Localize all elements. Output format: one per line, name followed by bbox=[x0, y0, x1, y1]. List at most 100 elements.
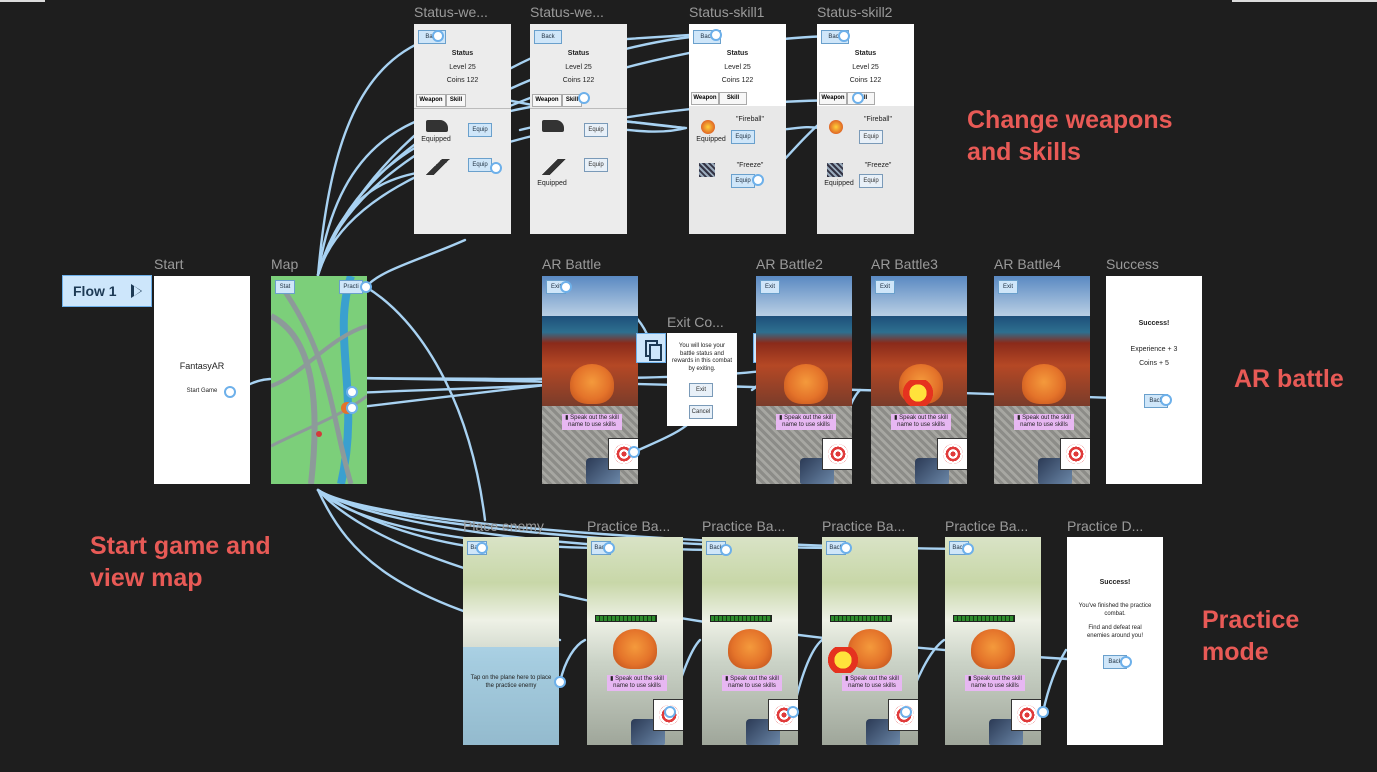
speech-hint: ▮ Speak out the skill name to use skills bbox=[776, 414, 836, 431]
map-roads bbox=[271, 276, 367, 484]
frame-practice3[interactable]: Back ▮ Speak out the skill name to use s… bbox=[822, 537, 918, 745]
frame-start[interactable]: FantasyAR Start Game bbox=[154, 276, 250, 484]
connector-handle[interactable] bbox=[578, 92, 590, 104]
target-icon[interactable] bbox=[937, 438, 967, 470]
connector-handle[interactable] bbox=[490, 162, 502, 174]
frame-label-ar-battle3: AR Battle3 bbox=[871, 256, 938, 272]
equip-button[interactable]: Equip bbox=[468, 158, 492, 172]
frame-status-weapon2[interactable]: Back Status Level 25 Coins 122 Weapon Sk… bbox=[530, 24, 627, 234]
target-icon[interactable] bbox=[822, 438, 852, 470]
top-canvas-edge bbox=[0, 0, 1377, 4]
connector-handle[interactable] bbox=[346, 386, 358, 398]
frame-practice-done[interactable]: Success! You've finished the practice co… bbox=[1067, 537, 1163, 745]
connector-handle[interactable] bbox=[1120, 656, 1132, 668]
connector-handle[interactable] bbox=[720, 544, 732, 556]
connector-handle[interactable] bbox=[710, 29, 722, 41]
connector-handle[interactable] bbox=[476, 542, 488, 554]
pistol-icon bbox=[426, 120, 448, 132]
coins-text: Coins 122 bbox=[562, 77, 595, 84]
tab-weapon[interactable]: Weapon bbox=[819, 92, 847, 105]
tab-weapon[interactable]: Weapon bbox=[416, 94, 446, 107]
connector-handle[interactable] bbox=[360, 281, 372, 293]
frame-label-status-skill2: Status-skill2 bbox=[817, 4, 893, 20]
copy-icon[interactable] bbox=[636, 333, 666, 363]
callout-start: Start game and view map bbox=[90, 532, 271, 592]
frame-ar-battle[interactable]: Exit ▮ Speak out the skill name to use s… bbox=[542, 276, 638, 484]
connector-handle[interactable] bbox=[664, 706, 676, 718]
tab-skill[interactable]: Skill bbox=[446, 94, 466, 107]
frame-status-skill1[interactable]: Back Status Level 25 Coins 122 Weapon Sk… bbox=[689, 24, 786, 234]
connector-handle[interactable] bbox=[852, 92, 864, 104]
equip-button[interactable]: Equip bbox=[859, 130, 883, 144]
speech-hint: ▮ Speak out the skill name to use skills bbox=[891, 414, 951, 431]
exit-button[interactable]: Exit bbox=[760, 280, 780, 294]
mic-icon: ▮ bbox=[725, 676, 729, 682]
tab-weapon[interactable]: Weapon bbox=[532, 94, 562, 107]
frame-place-enemy[interactable]: Back Tap on the plane here to place the … bbox=[463, 537, 559, 745]
frame-label-practice4: Practice Ba... bbox=[945, 518, 1029, 534]
frame-practice2[interactable]: Back ▮ Speak out the skill name to use s… bbox=[702, 537, 798, 745]
frame-status-skill2[interactable]: Back Status Level 25 Coins 122 Weapon Sk… bbox=[817, 24, 914, 234]
connector-handle[interactable] bbox=[1037, 706, 1049, 718]
enemy-health-bar bbox=[595, 615, 657, 622]
connector-handle[interactable] bbox=[346, 402, 358, 414]
dragon-icon bbox=[613, 629, 657, 669]
status-heading: Status bbox=[567, 50, 590, 57]
exit-button[interactable]: Exit bbox=[875, 280, 895, 294]
level-text: Level 25 bbox=[852, 64, 879, 71]
flow-start-button[interactable]: Flow 1 bbox=[62, 275, 152, 307]
target-icon[interactable] bbox=[1060, 438, 1090, 470]
frame-label-practice3: Practice Ba... bbox=[822, 518, 906, 534]
frame-status-weapon1[interactable]: Back Status Level 25 Coins 122 Weapon Sk… bbox=[414, 24, 511, 234]
tab-skill[interactable]: Skill bbox=[719, 92, 747, 105]
equip-button[interactable]: Equip bbox=[584, 158, 608, 172]
enemy-health-bar bbox=[710, 615, 772, 622]
tab-weapon[interactable]: Weapon bbox=[691, 92, 719, 105]
back-button[interactable]: Back bbox=[534, 30, 562, 44]
connector-handle[interactable] bbox=[628, 446, 640, 458]
level-text: Level 25 bbox=[565, 64, 592, 71]
coins-text: Coins + 5 bbox=[1139, 360, 1169, 367]
connector-handle[interactable] bbox=[787, 706, 799, 718]
frame-exit-confirm[interactable]: You will lose your battle status and rew… bbox=[667, 333, 737, 426]
cancel-button[interactable]: Cancel bbox=[689, 405, 713, 419]
rifle-icon bbox=[542, 159, 566, 175]
connector-handle[interactable] bbox=[224, 386, 236, 398]
start-game-button[interactable]: Start Game bbox=[186, 388, 218, 394]
equip-button[interactable]: Equip bbox=[859, 174, 883, 188]
connector-handle[interactable] bbox=[432, 30, 444, 42]
frame-label-practice2: Practice Ba... bbox=[702, 518, 786, 534]
equip-button[interactable]: Equip bbox=[584, 123, 608, 137]
connector-handle[interactable] bbox=[752, 174, 764, 186]
connector-handle[interactable] bbox=[554, 676, 566, 688]
connector-handle[interactable] bbox=[962, 543, 974, 555]
mic-icon: ▮ bbox=[779, 415, 783, 421]
frame-ar-battle4[interactable]: Exit ▮ Speak out the skill name to use s… bbox=[994, 276, 1090, 484]
success-heading: Success! bbox=[1099, 579, 1131, 586]
frame-map[interactable]: Stat Practi bbox=[271, 276, 367, 484]
speech-hint: ▮ Speak out the skill name to use skills bbox=[607, 675, 667, 692]
connector-handle[interactable] bbox=[838, 30, 850, 42]
pistol-icon bbox=[542, 120, 564, 132]
frame-ar-battle2[interactable]: Exit ▮ Speak out the skill name to use s… bbox=[756, 276, 852, 484]
connector-handle[interactable] bbox=[1160, 394, 1172, 406]
equip-button[interactable]: Equip bbox=[468, 123, 492, 137]
connector-handle[interactable] bbox=[900, 706, 912, 718]
status-heading: Status bbox=[451, 50, 474, 57]
status-button[interactable]: Stat bbox=[275, 280, 295, 294]
frame-success[interactable]: Success! Experience + 3 Coins + 5 Back bbox=[1106, 276, 1202, 484]
target-icon[interactable] bbox=[1011, 699, 1041, 731]
practice-finished-text: You've finished the practice combat. bbox=[1078, 603, 1152, 617]
connector-handle[interactable] bbox=[560, 281, 572, 293]
equip-button[interactable]: Equip bbox=[731, 130, 755, 144]
exit-button[interactable]: Exit bbox=[998, 280, 1018, 294]
exit-button[interactable]: Exit bbox=[689, 383, 713, 397]
speech-hint: ▮ Speak out the skill name to use skills bbox=[562, 414, 622, 431]
connector-handle[interactable] bbox=[840, 542, 852, 554]
mic-icon: ▮ bbox=[1017, 415, 1021, 421]
frame-ar-battle3[interactable]: Exit ▮ Speak out the skill name to use s… bbox=[871, 276, 967, 484]
coins-text: Coins 122 bbox=[849, 77, 882, 84]
connector-handle[interactable] bbox=[603, 542, 615, 554]
skill-name: "Fireball" bbox=[864, 116, 892, 123]
frame-practice4[interactable]: Back ▮ Speak out the skill name to use s… bbox=[945, 537, 1041, 745]
